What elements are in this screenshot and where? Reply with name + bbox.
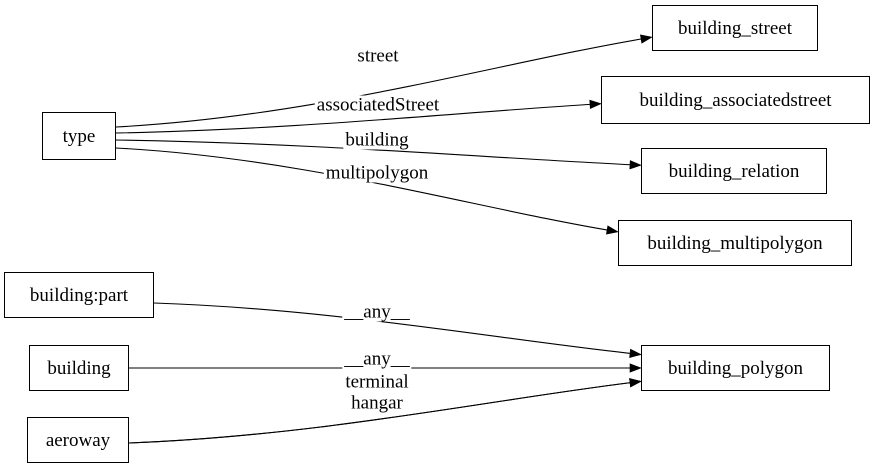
edge-type-to-building_multipolygon xyxy=(115,147,614,232)
node-label: building xyxy=(47,357,111,379)
node-label: building_relation xyxy=(668,160,800,182)
arrowhead-icon xyxy=(589,99,602,110)
arrowhead-icon xyxy=(629,363,642,373)
node-type[interactable]: type xyxy=(42,112,116,160)
node-building[interactable]: building xyxy=(29,345,129,391)
node-building_street[interactable]: building_street xyxy=(652,5,818,51)
edge-type-to-building_associatedstreet xyxy=(115,103,597,134)
edge-building_part-to-building_polygon xyxy=(153,302,637,355)
edge-label-e7: terminal xyxy=(343,371,411,393)
node-building_multipolygon[interactable]: building_multipolygon xyxy=(618,220,852,266)
node-building_relation[interactable]: building_relation xyxy=(641,148,827,194)
node-label: aeroway xyxy=(45,429,111,451)
node-label: building_multipolygon xyxy=(647,232,823,254)
node-aeroway[interactable]: aeroway xyxy=(27,417,129,463)
edge-label-e8: hangar xyxy=(349,392,405,414)
arrowhead-icon xyxy=(640,34,653,44)
node-label: building_associatedstreet xyxy=(639,89,832,111)
edge-aeroway-to-building_polygon xyxy=(128,381,637,444)
edge-label-e5: __any__ xyxy=(342,301,412,323)
node-label: type xyxy=(62,125,96,147)
edge-label-e2: associatedStreet xyxy=(314,94,442,116)
edge-type-to-building_street xyxy=(115,37,648,128)
node-label: building:part xyxy=(29,284,129,306)
edge-type-to-building_relation xyxy=(115,139,637,166)
arrowhead-icon xyxy=(629,378,642,388)
node-building_associatedstreet[interactable]: building_associatedstreet xyxy=(601,76,870,124)
edge-label-e1: street xyxy=(355,45,401,67)
arrowhead-icon xyxy=(606,225,619,235)
arrowhead-icon xyxy=(629,348,642,358)
edge-label-e3: building xyxy=(343,129,411,151)
edge-label-e4: multipolygon xyxy=(323,162,431,184)
edge-label-e6: __any__ xyxy=(342,348,412,370)
node-building_part[interactable]: building:part xyxy=(4,272,154,318)
arrowhead-icon xyxy=(629,160,642,170)
node-label: building_street xyxy=(678,17,792,39)
node-label: building_polygon xyxy=(667,357,804,379)
node-building_polygon[interactable]: building_polygon xyxy=(641,345,830,391)
